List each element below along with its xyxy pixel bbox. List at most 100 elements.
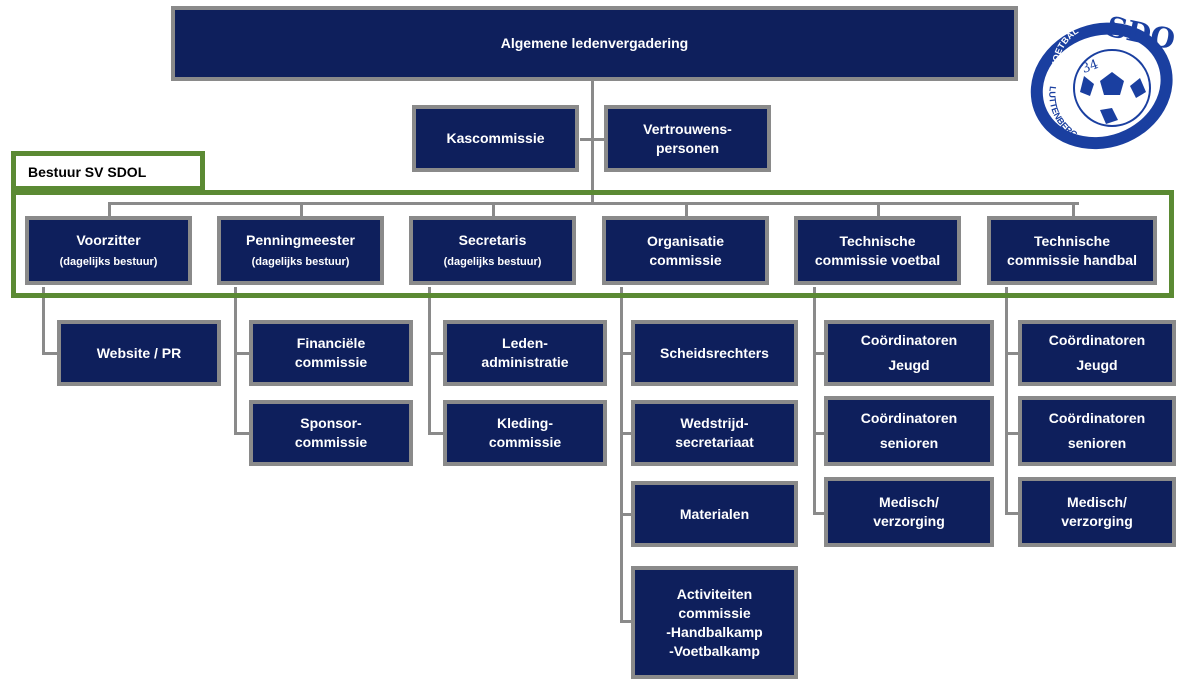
box-line: commissie [649, 251, 722, 268]
box-medisch-verzorging-voetbal: Medisch/ verzorging [824, 477, 994, 547]
box-line: Technische [839, 232, 916, 249]
box-line: Jeugd [1076, 357, 1118, 373]
box-line: Medisch/ [879, 494, 939, 510]
branch-2-1 [428, 432, 445, 435]
spine-3 [620, 287, 623, 623]
box-line: Jeugd [888, 357, 930, 373]
connector-head-1 [300, 202, 303, 218]
connector-head-0 [108, 202, 111, 218]
connector-top-trunk [591, 80, 594, 204]
box-line: Organisatie [646, 232, 725, 249]
box-line: personen [655, 139, 719, 156]
head-technische-commissie-handbal: Technische commissie handbal [987, 216, 1157, 285]
box-algemene-ledenvergadering: Algemene ledenvergadering [171, 6, 1018, 81]
box-line: Technische [1034, 232, 1110, 249]
box-line: Materialen [679, 505, 750, 522]
box-financiele-commissie: Financiële commissie [249, 320, 413, 386]
box-vertrouwenspersonen: Vertrouwens- personen [604, 105, 771, 172]
connector-head-4 [877, 202, 880, 218]
branch-1-0 [234, 352, 251, 355]
box-line: Penningmeester [246, 231, 355, 248]
box-line: Sponsor- [300, 415, 362, 431]
spine-2 [428, 287, 431, 434]
head-secretaris: Secretaris (dagelijks bestuur) [409, 216, 576, 285]
box-line: Kleding- [497, 415, 553, 431]
branch-3-0 [620, 352, 633, 355]
box-line: verzorging [1061, 513, 1133, 529]
box-line: Leden- [502, 335, 548, 351]
box-line: administratie [481, 354, 569, 370]
box-line: Coördinatoren [1048, 410, 1146, 426]
box-line: senioren [879, 435, 939, 451]
spine-1 [234, 287, 237, 434]
box-medisch-verzorging-handbal: Medisch/ verzorging [1018, 477, 1176, 547]
box-line: senioren [1067, 435, 1127, 451]
box-line: commissie voetbal [814, 251, 941, 268]
box-line: Voorzitter [76, 231, 141, 248]
box-ledenadministratie: Leden- administratie [443, 320, 607, 386]
box-line: -Handbalkamp [666, 623, 763, 640]
branch-4-2 [813, 512, 826, 515]
box-line: commissie [488, 434, 562, 450]
branch-3-3 [620, 620, 633, 623]
box-line: Secretaris [458, 231, 527, 248]
box-line: Coördinatoren [1048, 332, 1146, 348]
spine-4 [813, 287, 816, 514]
box-line: verzorging [873, 513, 945, 529]
branch-5-1 [1005, 432, 1020, 435]
box-sub: (dagelijks bestuur) [251, 255, 350, 268]
box-line: commissie [678, 604, 751, 621]
box-title: Kascommissie [446, 130, 545, 146]
box-activiteiten-commissie: Activiteiten commissie -Handbalkamp -Voe… [631, 566, 798, 679]
box-sub: (dagelijks bestuur) [443, 255, 542, 268]
branch-1-1 [234, 432, 251, 435]
box-line: Activiteiten [676, 585, 753, 602]
branch-0-0 [42, 352, 59, 355]
box-sponsor-commissie: Sponsor- commissie [249, 400, 413, 466]
branch-5-2 [1005, 512, 1020, 515]
box-website-pr: Website / PR [57, 320, 221, 386]
box-line: commissie [294, 354, 368, 370]
box-coordinatoren-jeugd-voetbal: Coördinatoren Jeugd [824, 320, 994, 386]
box-line: Scheidsrechters [660, 344, 769, 361]
spine-0 [42, 287, 45, 354]
connector-board-bar [108, 202, 1079, 205]
box-title: Algemene ledenvergadering [500, 35, 689, 51]
board-label: Bestuur SV SDOL [28, 164, 147, 180]
branch-3-1 [620, 432, 633, 435]
head-penningmeester: Penningmeester (dagelijks bestuur) [217, 216, 384, 285]
box-line: commissie [294, 434, 368, 450]
head-voorzitter: Voorzitter (dagelijks bestuur) [25, 216, 192, 285]
branch-4-1 [813, 432, 826, 435]
box-line: Wedstrijd- [680, 415, 749, 431]
box-scheidsrechters: Scheidsrechters [631, 320, 798, 386]
box-line: commissie handbal [1007, 251, 1137, 268]
connector-head-3 [685, 202, 688, 218]
box-line: Financiële [296, 335, 366, 351]
box-line: -Voetbalkamp [669, 642, 760, 659]
connector-advisory [580, 138, 606, 141]
box-coordinatoren-senioren-voetbal: Coördinatoren senioren [824, 396, 994, 466]
box-line: Vertrouwens- [643, 120, 732, 137]
box-kleding-commissie: Kleding- commissie [443, 400, 607, 466]
connector-head-2 [492, 202, 495, 218]
spine-5 [1005, 287, 1008, 514]
connector-head-5 [1072, 202, 1075, 218]
logo-number: 34 [1080, 57, 1101, 77]
box-line: Coördinatoren [860, 410, 958, 426]
box-coordinatoren-senioren-handbal: Coördinatoren senioren [1018, 396, 1176, 466]
head-technische-commissie-voetbal: Technische commissie voetbal [794, 216, 961, 285]
sdol-logo: SDOL VOETBAL LUTTENBERG HANDBAL 34 [1030, 10, 1174, 150]
box-sub: (dagelijks bestuur) [59, 255, 158, 268]
branch-2-0 [428, 352, 445, 355]
box-line: Website / PR [96, 344, 182, 361]
head-organisatie-commissie: Organisatie commissie [602, 216, 769, 285]
box-line: Coördinatoren [860, 332, 958, 348]
board-frame-label [11, 151, 205, 191]
box-line: secretariaat [675, 434, 754, 450]
branch-4-0 [813, 352, 826, 355]
box-wedstrijdsecretariaat: Wedstrijd- secretariaat [631, 400, 798, 466]
board-frame [11, 190, 1174, 298]
box-materialen: Materialen [631, 481, 798, 547]
box-line: Medisch/ [1067, 494, 1127, 510]
